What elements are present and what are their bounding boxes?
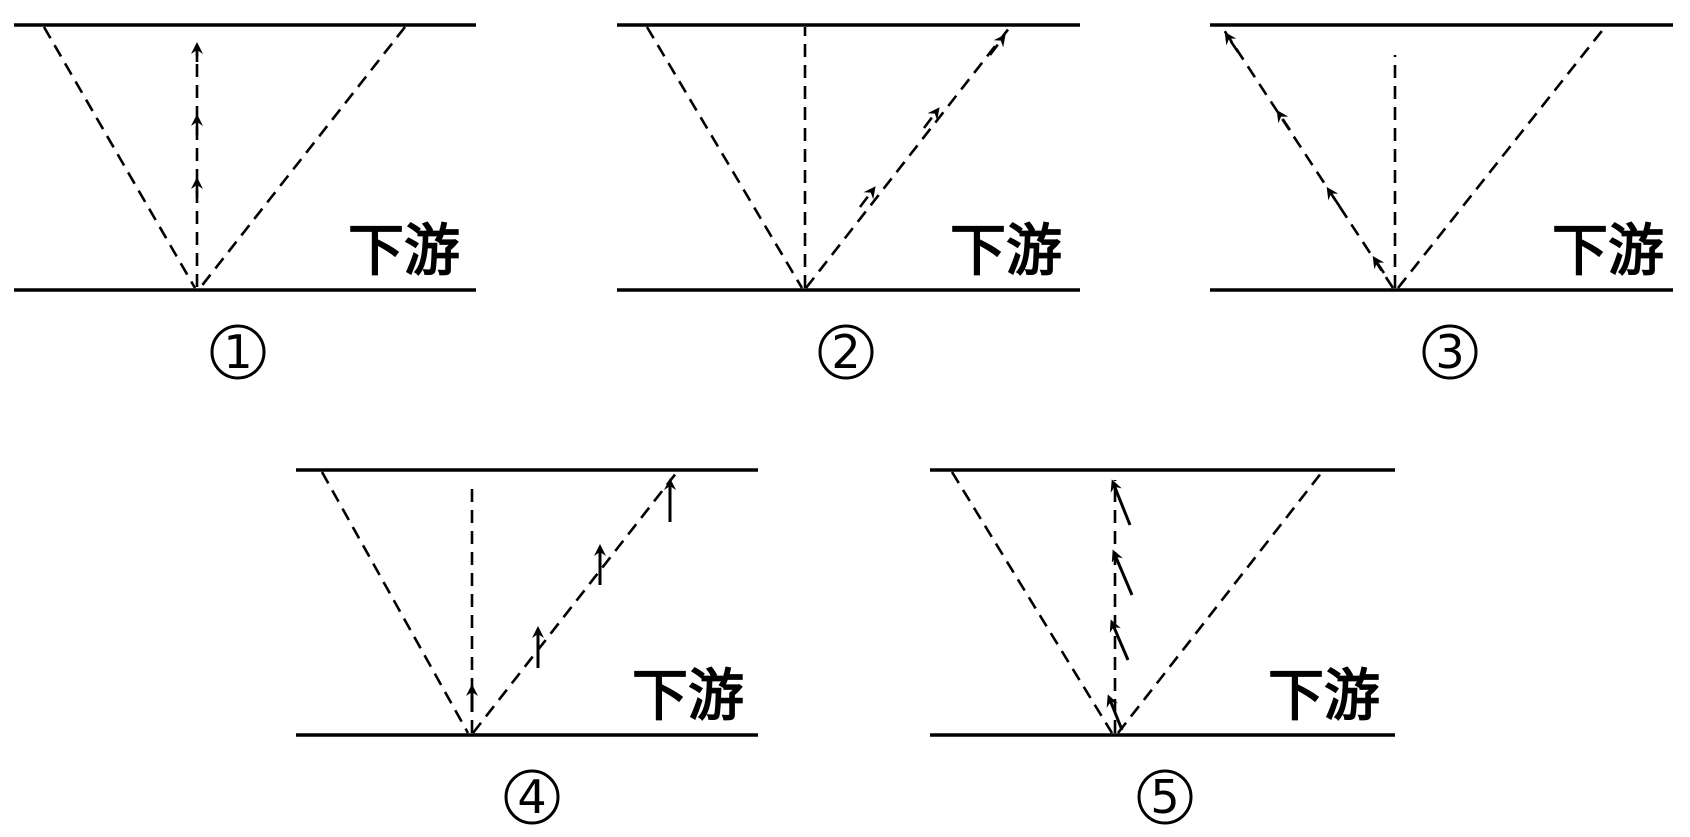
velocity-arrow-2 [1109, 619, 1130, 661]
panel-number: 5 [1150, 770, 1179, 824]
downstream-label: 下游 [632, 664, 744, 729]
left-boundary-path [950, 471, 1114, 734]
path-arrow-2 [922, 107, 940, 129]
panel-number-ring [1422, 324, 1478, 380]
boat-path [1220, 26, 1395, 289]
panel-number-ring [504, 769, 560, 825]
panel-number-ring [1137, 769, 1193, 825]
downstream-label: 下游 [348, 219, 460, 284]
panel-2: 下游 2 [617, 23, 1080, 380]
right-boundary-path [198, 26, 407, 289]
boat-path [471, 471, 679, 734]
right-boundary-path [1116, 471, 1324, 734]
boat-path [804, 26, 1012, 289]
panel-1: 下游 1 [14, 23, 476, 380]
path-arrow-1 [1372, 256, 1386, 274]
panel-number-ring [818, 324, 874, 380]
velocity-arrow-1 [1106, 694, 1124, 731]
path-arrow-3 [1276, 110, 1292, 131]
left-boundary-path [645, 26, 804, 289]
left-boundary-path [320, 471, 470, 734]
velocity-arrow-4 [1110, 479, 1132, 526]
panel-number: 4 [517, 770, 546, 824]
panel-number-ring [210, 324, 266, 380]
panel-4: 下游 4 [296, 468, 758, 825]
left-boundary-path [42, 26, 197, 289]
panel-number: 2 [831, 325, 860, 379]
downstream-label: 下游 [1552, 219, 1664, 284]
velocity-arrow-3 [1111, 549, 1134, 596]
panel-number: 3 [1435, 325, 1464, 379]
downstream-label: 下游 [950, 219, 1062, 284]
panel-5: 下游 5 [930, 468, 1395, 825]
panel-number: 1 [223, 325, 252, 379]
panel-3: 下游 3 [1210, 23, 1673, 380]
downstream-label: 下游 [1268, 664, 1380, 729]
path-arrow-3 [988, 34, 1006, 56]
path-arrow-1 [858, 186, 876, 208]
path-arrow-2 [1326, 187, 1342, 208]
path-arrow-4 [1224, 32, 1240, 53]
right-boundary-path [1396, 26, 1607, 289]
